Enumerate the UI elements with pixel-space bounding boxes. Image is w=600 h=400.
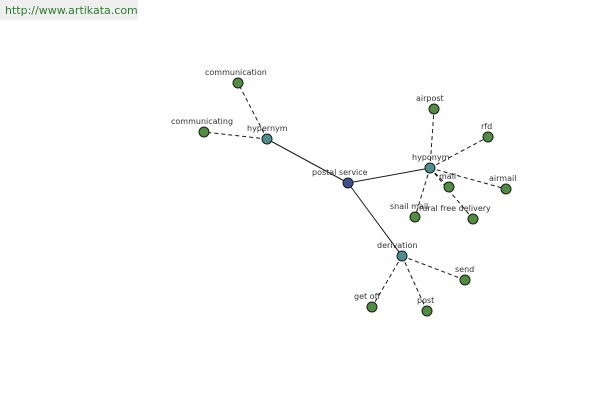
node-label-hypernym: hypernym [247, 124, 288, 133]
node-airpost[interactable] [428, 103, 440, 115]
node-derivation[interactable] [396, 250, 408, 262]
node-get-off[interactable] [366, 301, 378, 313]
edge-hypernym-to-communication [237, 82, 268, 140]
node-mail[interactable] [443, 181, 455, 193]
node-send[interactable] [459, 274, 471, 286]
nodes-layer [198, 77, 512, 317]
edge-derivation-to-get-off [371, 255, 403, 308]
edge-derivation-to-send [401, 255, 466, 281]
edge-derivation-to-post [401, 255, 428, 312]
edge-hyponym-to-snail-mail [414, 167, 431, 218]
node-label-communicating: communicating [171, 117, 233, 126]
node-rural-free-delivery[interactable] [467, 213, 479, 225]
node-label-airmail: airmail [489, 174, 516, 183]
node-label-postal-service: postal service [312, 168, 368, 177]
labels-layer: postal service hypernym hyponym derivation c… [171, 68, 516, 305]
node-hyponym[interactable] [424, 162, 436, 174]
edge-postal-service-to-derivation [347, 182, 403, 257]
node-label-airpost: airpost [416, 94, 444, 103]
node-label-communication: communication [205, 68, 267, 77]
node-communication[interactable] [232, 77, 244, 89]
node-snail-mail[interactable] [409, 211, 421, 223]
edge-hyponym-to-rfd [429, 136, 489, 169]
node-hypernym[interactable] [261, 133, 273, 145]
source-link[interactable]: http://www.artikata.com [5, 4, 138, 17]
node-label-hyponym: hyponym [412, 153, 450, 162]
edge-postal-service-to-hypernym [266, 138, 349, 184]
source-link-box: http://www.artikata.com [0, 0, 138, 20]
node-label-snail-mail: snail mail [390, 202, 428, 211]
node-label-get-off: get off [354, 292, 381, 301]
node-label-rfd: rfd [481, 122, 492, 131]
node-communicating[interactable] [198, 126, 210, 138]
node-label-mail: mail [439, 172, 456, 181]
node-postal-service[interactable] [342, 177, 354, 189]
node-post[interactable] [421, 305, 433, 317]
node-label-post: post [417, 296, 434, 305]
node-label-rural-free-delivery: rural free delivery [419, 204, 491, 213]
edge-hyponym-to-airmail [429, 167, 507, 190]
node-label-derivation: derivation [377, 241, 417, 250]
node-label-send: send [455, 265, 474, 274]
edge-postal-service-to-hyponym [347, 167, 431, 184]
edge-hypernym-to-communicating [203, 131, 268, 140]
edge-hyponym-to-airpost [429, 108, 435, 169]
node-rfd[interactable] [482, 131, 494, 143]
node-airmail[interactable] [500, 183, 512, 195]
